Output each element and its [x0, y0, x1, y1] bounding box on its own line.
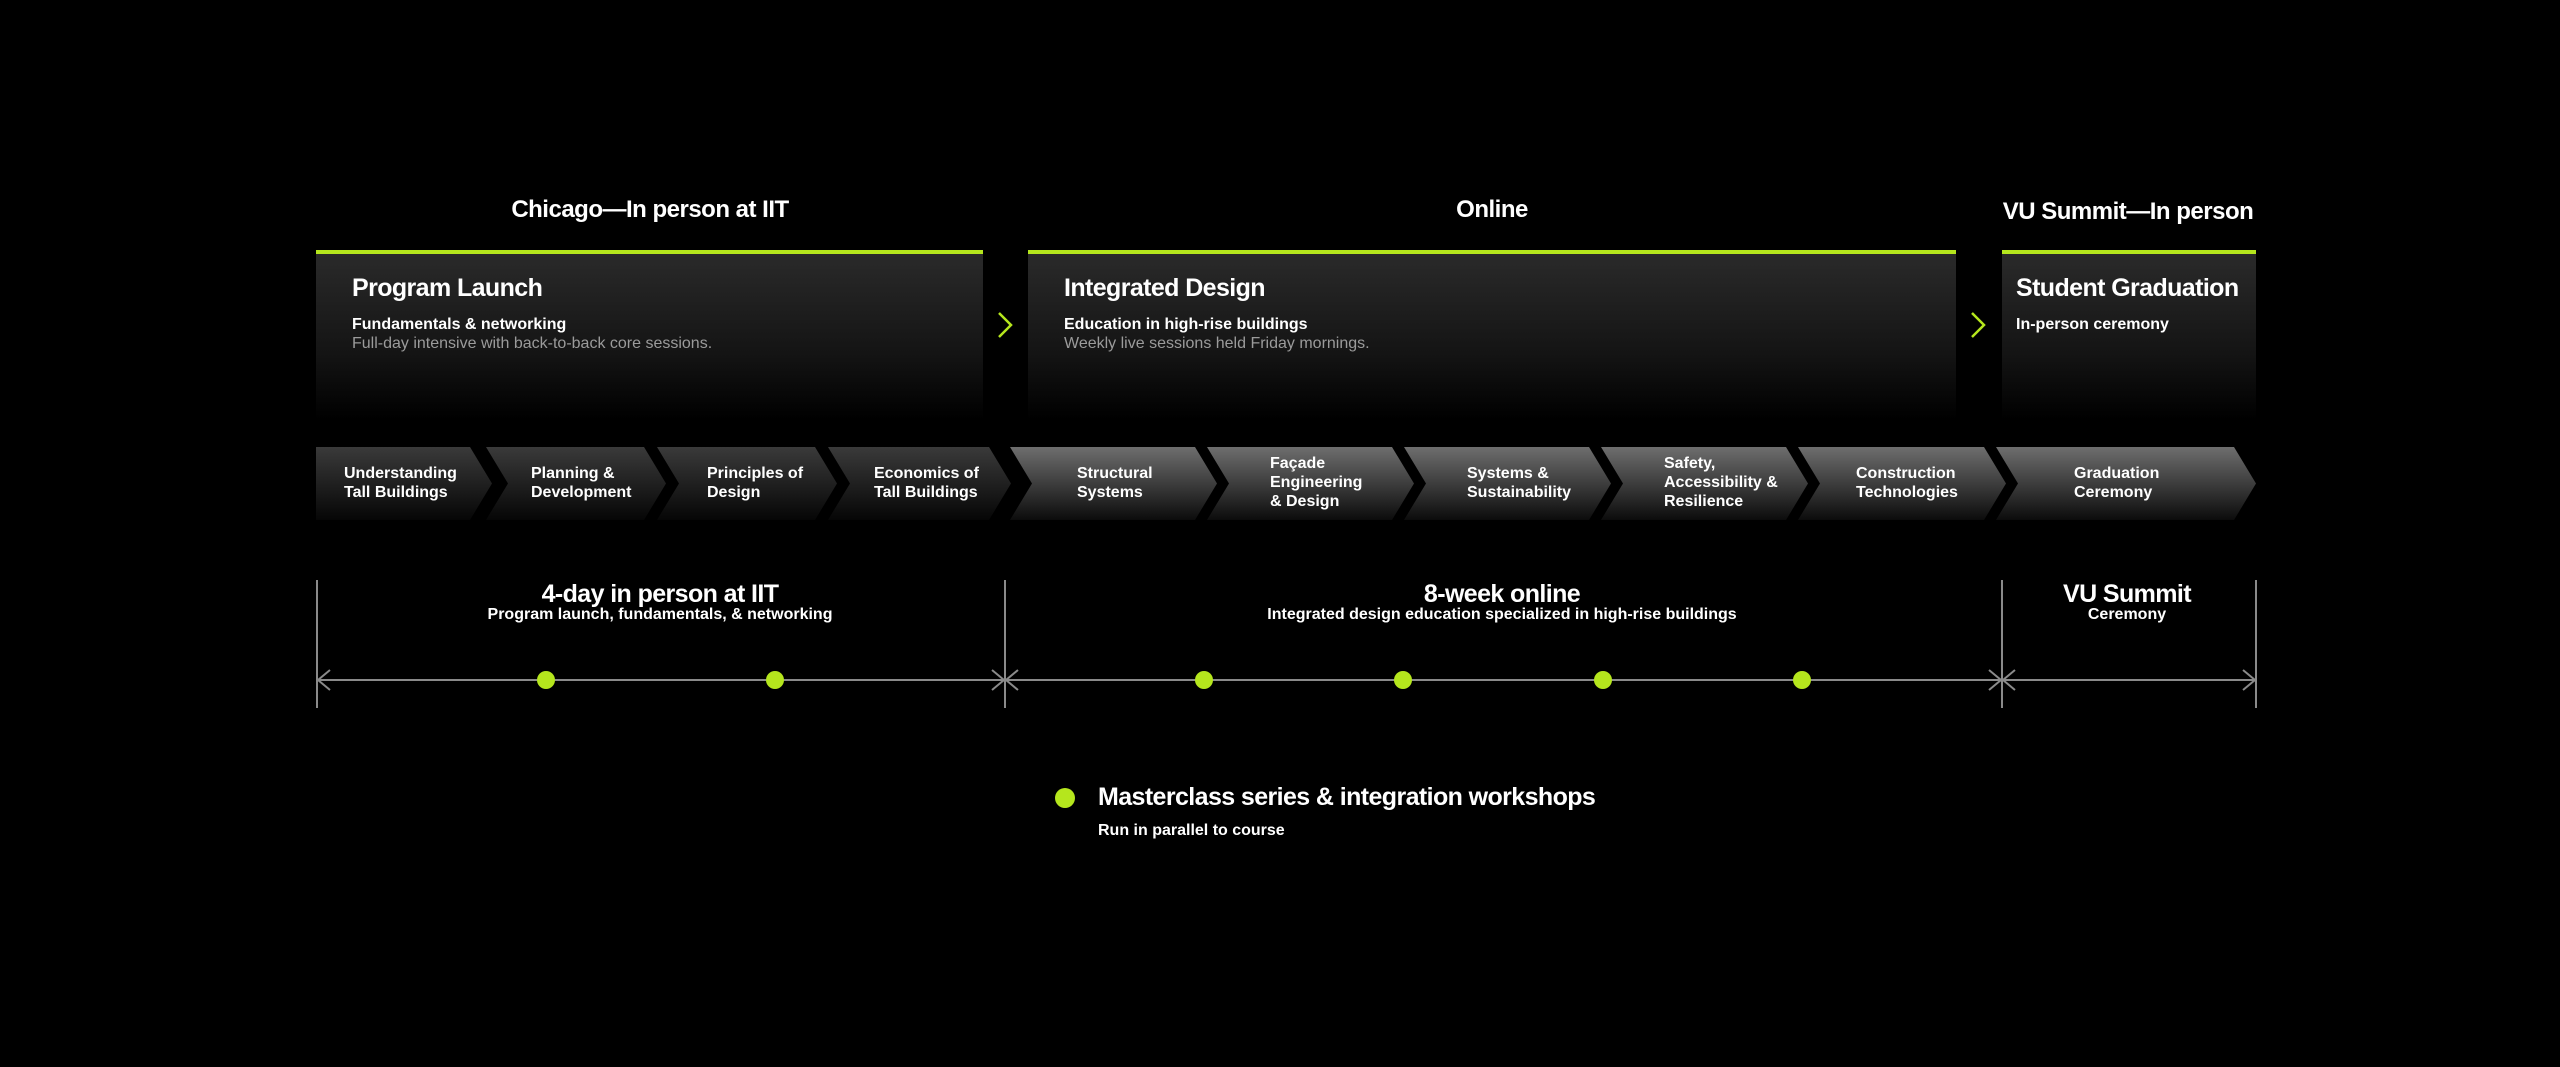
step-label: Safety, Accessibility & Resilience	[1664, 454, 1778, 511]
arrow-right-icon	[991, 669, 1006, 691]
step-label-line: Safety,	[1664, 455, 1716, 472]
step-chevron	[1996, 447, 2256, 520]
arrow-right-icon	[2242, 669, 2257, 691]
phase-card-program-launch: Program Launch Fundamentals & networking…	[316, 250, 983, 420]
span-subtitle-vu-summit: Ceremony	[2087, 606, 2167, 623]
span-title-online: 8-week online	[1423, 580, 1581, 608]
span-subtitle-online: Integrated design education specialized …	[1267, 606, 1737, 623]
step-chevron	[316, 447, 492, 520]
card-subtitle: Education in high-rise buildings	[1064, 316, 1308, 333]
step-label-line: Planning &	[531, 464, 615, 482]
legend-subtitle: Run in parallel to course	[1098, 822, 1285, 839]
step-label-line: Tall Buildings	[874, 483, 978, 501]
arrow-left-icon	[2001, 669, 2016, 691]
step-label-line: Structural	[1077, 464, 1153, 482]
arrow-left-icon	[316, 669, 331, 691]
workshop-dot	[1195, 671, 1213, 689]
arrow-left-icon	[1004, 669, 1019, 691]
step-chevron	[657, 447, 837, 520]
step-label-line: Sustainability	[1467, 483, 1572, 501]
phase-location-chicago: Chicago—In person at IIT	[511, 196, 789, 223]
legend-title: Masterclass series & integration worksho…	[1098, 783, 1596, 811]
step-label-line: Systems	[1077, 483, 1143, 501]
step-label-line: Ceremony	[2074, 483, 2153, 501]
span-title-in-person: 4-day in person at IIT	[541, 580, 779, 608]
step-label: Systems &Sustainability	[1467, 464, 1571, 502]
card-description: Full-day intensive with back-to-back cor…	[352, 335, 713, 352]
card-subtitle: Fundamentals & networking	[352, 316, 567, 333]
phase-location-vu-summit: VU Summit—In person	[2002, 198, 2254, 225]
workshop-dot	[1793, 671, 1811, 689]
step-chevron	[1798, 447, 2006, 520]
step-label-line: Engineering	[1270, 474, 1363, 491]
step-chevron	[1010, 447, 1217, 520]
step-chevron	[1207, 447, 1414, 520]
step-label-line: & Design	[1270, 493, 1340, 510]
card-subtitle: In-person ceremony	[2016, 316, 2169, 333]
step-label-line: Principles of	[707, 464, 804, 482]
workshop-dot	[766, 671, 784, 689]
step-label-line: Technologies	[1856, 483, 1958, 501]
step-label-line: Tall Buildings	[344, 483, 448, 501]
phase-card-student-graduation: Student Graduation In-person ceremony	[2002, 250, 2256, 420]
step-label-line: Façade	[1270, 455, 1326, 472]
phase-card-integrated-design: Integrated Design Education in high-rise…	[1028, 250, 1956, 420]
step-chevron	[828, 447, 1011, 520]
step-label-line: Design	[707, 483, 761, 501]
card-title: Program Launch	[352, 274, 543, 302]
step-chevron	[486, 447, 666, 520]
step-label-line: Graduation	[2074, 464, 2160, 482]
workshop-dot	[1394, 671, 1412, 689]
span-subtitle-in-person: Program launch, fundamentals, & networki…	[487, 606, 833, 623]
step-label-line: Construction	[1856, 464, 1956, 482]
step-label-line: Economics of	[874, 464, 979, 482]
step-chevron	[1404, 447, 1611, 520]
workshop-dot	[1594, 671, 1612, 689]
card-title: Integrated Design	[1064, 274, 1266, 302]
arrow-right-icon	[1988, 669, 2003, 691]
card-description: Weekly live sessions held Friday morning…	[1064, 335, 1370, 352]
step-label: Planning &Development	[531, 464, 631, 502]
step-label-line: Development	[531, 483, 632, 501]
step-label-line: Systems &	[1467, 464, 1549, 482]
step-label-line: Understanding	[344, 464, 457, 482]
span-title-vu-summit: VU Summit	[2063, 580, 2192, 608]
step-label-line: Resilience	[1664, 493, 1744, 510]
step-chevron	[1601, 447, 1808, 520]
card-title: Student Graduation	[2016, 274, 2239, 302]
chevron-right-icon	[998, 312, 1013, 338]
workshop-dot	[537, 671, 555, 689]
chevron-right-icon	[1971, 312, 1986, 338]
phase-location-online: Online	[1456, 196, 1528, 223]
legend-dot-icon	[1055, 788, 1075, 808]
step-label-line: Accessibility &	[1664, 474, 1778, 491]
